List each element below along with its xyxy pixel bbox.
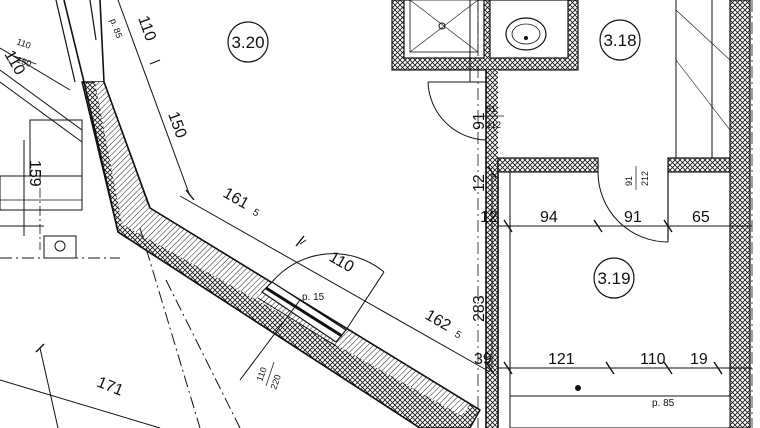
fraction-110-220: 110 220 <box>254 361 283 391</box>
dim-12: 12 <box>480 209 498 226</box>
room-label-3-18: 3.18 <box>599 19 641 61</box>
room-label-3-20: 3.20 <box>227 21 269 63</box>
svg-text:91: 91 <box>624 176 634 186</box>
room-label-3-19: 3.19 <box>593 257 635 299</box>
dim-161-sup: 5 <box>251 207 262 220</box>
dim-159: 159 <box>26 160 43 187</box>
svg-text:3.19: 3.19 <box>597 269 630 288</box>
svg-text:110: 110 <box>254 366 268 383</box>
dim-161: 161 <box>220 185 252 213</box>
dim-19: 19 <box>690 351 708 368</box>
dim-121: 121 <box>548 351 575 368</box>
dim-94: 94 <box>540 209 558 226</box>
fraction-110-150: 110 150 <box>13 36 37 69</box>
dim-162-sup: 5 <box>453 329 464 342</box>
fraction-91-212: 91 212 <box>484 104 504 130</box>
dim-110-top: 110 <box>134 14 159 44</box>
svg-text:91: 91 <box>486 104 496 114</box>
dim-12-left: 12 <box>471 174 488 192</box>
svg-text:212: 212 <box>486 120 501 130</box>
svg-text:3.20: 3.20 <box>231 33 264 52</box>
stair-area <box>0 69 83 259</box>
wall-line-inner <box>99 0 481 411</box>
svg-text:110: 110 <box>15 36 32 50</box>
dim-91: 91 <box>624 209 642 226</box>
dim-91-left: 91 <box>471 112 488 130</box>
wall-core-white <box>95 82 470 416</box>
right-outer-wall <box>729 0 751 428</box>
fraction-91-212-vertical: 91 212 <box>624 166 650 190</box>
dim-283: 283 <box>471 295 488 322</box>
dim-110-mid: 110 <box>326 249 357 277</box>
svg-text:3.18: 3.18 <box>603 31 636 50</box>
counter-3-19 <box>509 395 731 428</box>
dim-162: 162 <box>422 307 454 335</box>
label-p15: p. 15 <box>302 292 325 303</box>
svg-text:220: 220 <box>268 373 283 391</box>
svg-text:150: 150 <box>15 54 33 69</box>
dimension-ticks <box>35 165 723 375</box>
label-p85-bottom: p. 85 <box>652 398 675 409</box>
label-p85-top: p. 85 <box>108 17 124 39</box>
dim-171: 171 <box>95 374 126 400</box>
dim-65: 65 <box>692 209 710 226</box>
room-3-19-top-wall <box>497 157 599 173</box>
wall-line-outer <box>63 0 421 428</box>
dim-110-bot: 110 <box>640 351 666 368</box>
dim-39: 39 <box>474 351 492 368</box>
svg-text:212: 212 <box>640 171 650 186</box>
door-swing-arc <box>271 253 385 283</box>
